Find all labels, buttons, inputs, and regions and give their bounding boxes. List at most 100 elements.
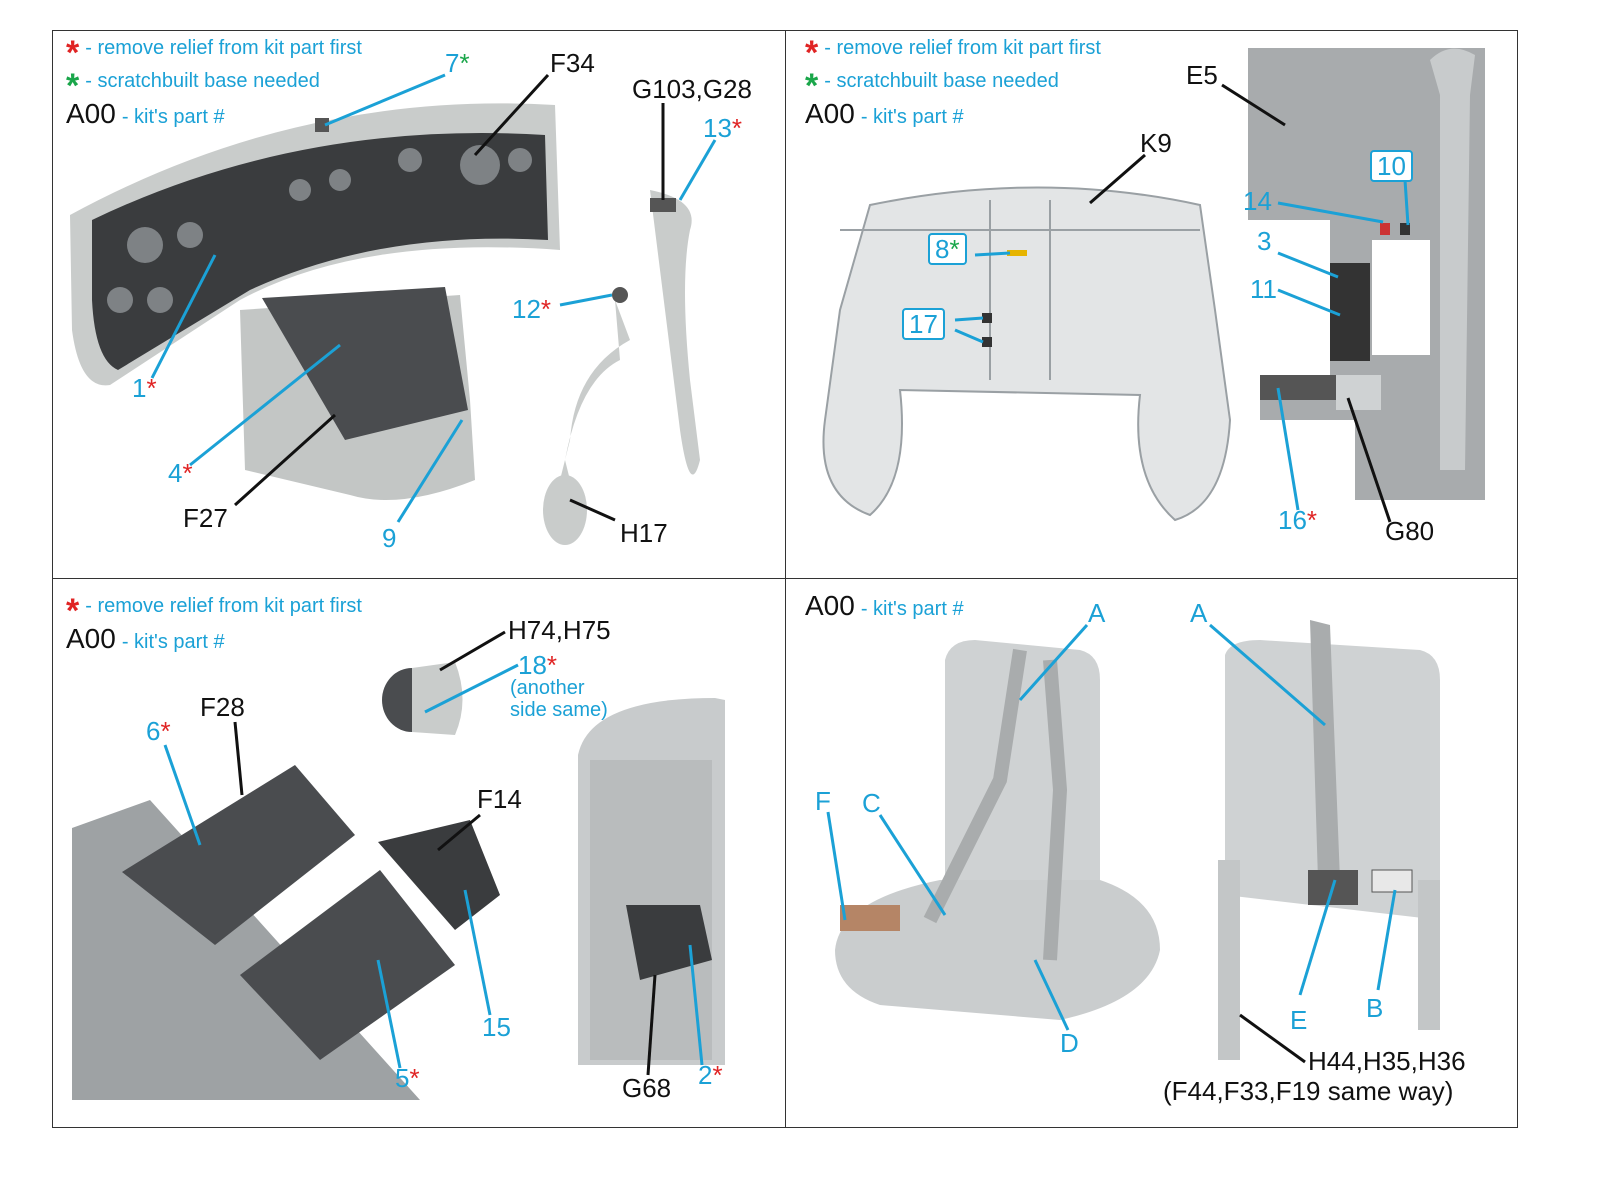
red-star-icon: *: [546, 650, 558, 680]
buckle-f: [840, 905, 900, 931]
instrument-dials-panel: [92, 133, 548, 370]
legend-panel-1: *- remove relief from kit part first *- …: [66, 34, 362, 131]
cyclic-stick: [557, 300, 630, 522]
green-star-icon: *: [949, 234, 960, 264]
consoles-art: [72, 662, 725, 1100]
label-a-rear: A: [1190, 598, 1208, 628]
legend-panel-3: *- remove relief from kit part first A00…: [66, 592, 362, 656]
label-16: 16*: [1278, 505, 1318, 535]
label-h17: H17: [620, 518, 668, 548]
label-10: 10: [1370, 150, 1413, 182]
red-star-icon: *: [160, 716, 171, 746]
red-star-icon: *: [731, 113, 743, 143]
red-star-icon: *: [712, 1060, 723, 1090]
label-f: F: [815, 786, 831, 816]
legend-red-text: - remove relief from kit part first: [85, 37, 362, 59]
label-g68: G68: [622, 1073, 672, 1103]
collective-lever: [650, 190, 700, 475]
legend-green-text: - scratchbuilt base needed: [85, 70, 320, 92]
label-4: 4*: [168, 458, 193, 488]
switch-panels: [1330, 263, 1370, 361]
label-3: 3: [1257, 226, 1272, 256]
label-f34: F34: [550, 48, 595, 78]
label-7: 7*: [445, 48, 470, 78]
seats-art: [835, 620, 1440, 1060]
legend-kit-code: A00: [66, 98, 116, 129]
legend-panel-2: *- remove relief from kit part first *- …: [805, 34, 1101, 131]
placard-b: [1371, 869, 1413, 893]
window-cutout: [1372, 240, 1430, 355]
legend-kit-code: A00: [66, 623, 116, 654]
label-17: 17: [902, 308, 945, 340]
label-h44-h35-h36: H44,H35,H36: [1308, 1046, 1466, 1076]
red-star-icon: *: [146, 373, 157, 403]
part-16-panel: [1260, 375, 1336, 400]
canopy-art: [822, 186, 1232, 522]
red-star-icon: *: [1306, 505, 1318, 535]
side-wall-art: [1248, 48, 1485, 500]
legend-panel-4: A00- kit's part #: [805, 592, 964, 623]
divider-horizontal: [52, 578, 1518, 579]
seat-block-g80: [1336, 375, 1381, 410]
label-k9: K9: [1140, 128, 1172, 158]
label-6: 6*: [146, 716, 171, 746]
part-12: [612, 287, 628, 303]
label-2: 2*: [698, 1060, 723, 1090]
label-d: D: [1060, 1028, 1079, 1058]
label-13: 13*: [703, 113, 743, 143]
label-18: 18*: [518, 650, 558, 680]
label-12: 12*: [512, 294, 552, 324]
label-b: B: [1366, 993, 1384, 1023]
part-13: [650, 198, 676, 212]
note-same-way: (F44,F33,F19 same way): [1163, 1076, 1454, 1106]
label-f14: F14: [477, 784, 522, 814]
console-panel-f28: [122, 765, 355, 945]
label-f28: F28: [200, 692, 245, 722]
part-7: [315, 118, 329, 132]
legend-kit-text: - kit's part #: [121, 631, 225, 653]
pillar: [1430, 48, 1475, 471]
red-star-icon: *: [409, 1063, 420, 1093]
divider-vertical: [785, 30, 786, 1128]
red-star-icon: *: [182, 458, 193, 488]
note-another-side: (another side same): [510, 677, 608, 721]
label-e5: E5: [1186, 60, 1218, 90]
label-11: 11: [1250, 274, 1277, 304]
green-star-icon: *: [805, 67, 819, 105]
instrument-panel-art: [70, 103, 700, 545]
label-a-front: A: [1088, 598, 1106, 628]
legend-kit-text: - kit's part #: [860, 598, 964, 620]
legend-kit-text: - kit's part #: [121, 106, 225, 128]
legend-green-text: - scratchbuilt base needed: [824, 70, 1059, 92]
legend-kit-code: A00: [805, 590, 855, 621]
part-8: [1007, 250, 1027, 256]
label-5: 5*: [395, 1063, 420, 1093]
legend-kit-code: A00: [805, 98, 855, 129]
red-star-icon: *: [540, 294, 552, 324]
legend-kit-text: - kit's part #: [860, 106, 964, 128]
red-star-icon: *: [66, 34, 80, 72]
label-c: C: [862, 788, 881, 818]
label-e: E: [1290, 1005, 1308, 1035]
seat-cushion: [835, 880, 1160, 1020]
label-15: 15: [482, 1012, 511, 1042]
windscreen-k9: [822, 186, 1232, 522]
label-9: 9: [382, 523, 397, 553]
label-f27: F27: [183, 503, 228, 533]
red-star-icon: *: [66, 592, 80, 630]
label-g103-g28: G103,G28: [632, 74, 752, 104]
label-14: 14: [1243, 186, 1272, 216]
label-1: 1*: [132, 373, 157, 403]
green-star-icon: *: [459, 48, 470, 78]
instrument-gauges: [107, 145, 532, 313]
legend-red-text: - remove relief from kit part first: [824, 37, 1101, 59]
label-h74-h75: H74,H75: [508, 615, 611, 645]
legend-red-text: - remove relief from kit part first: [85, 595, 362, 617]
console-panel-f14: [240, 870, 455, 1060]
center-console-panel: [262, 287, 468, 440]
label-8: 8*: [928, 233, 967, 265]
red-star-icon: *: [805, 34, 819, 72]
label-g80: G80: [1385, 516, 1435, 546]
green-star-icon: *: [66, 67, 80, 105]
